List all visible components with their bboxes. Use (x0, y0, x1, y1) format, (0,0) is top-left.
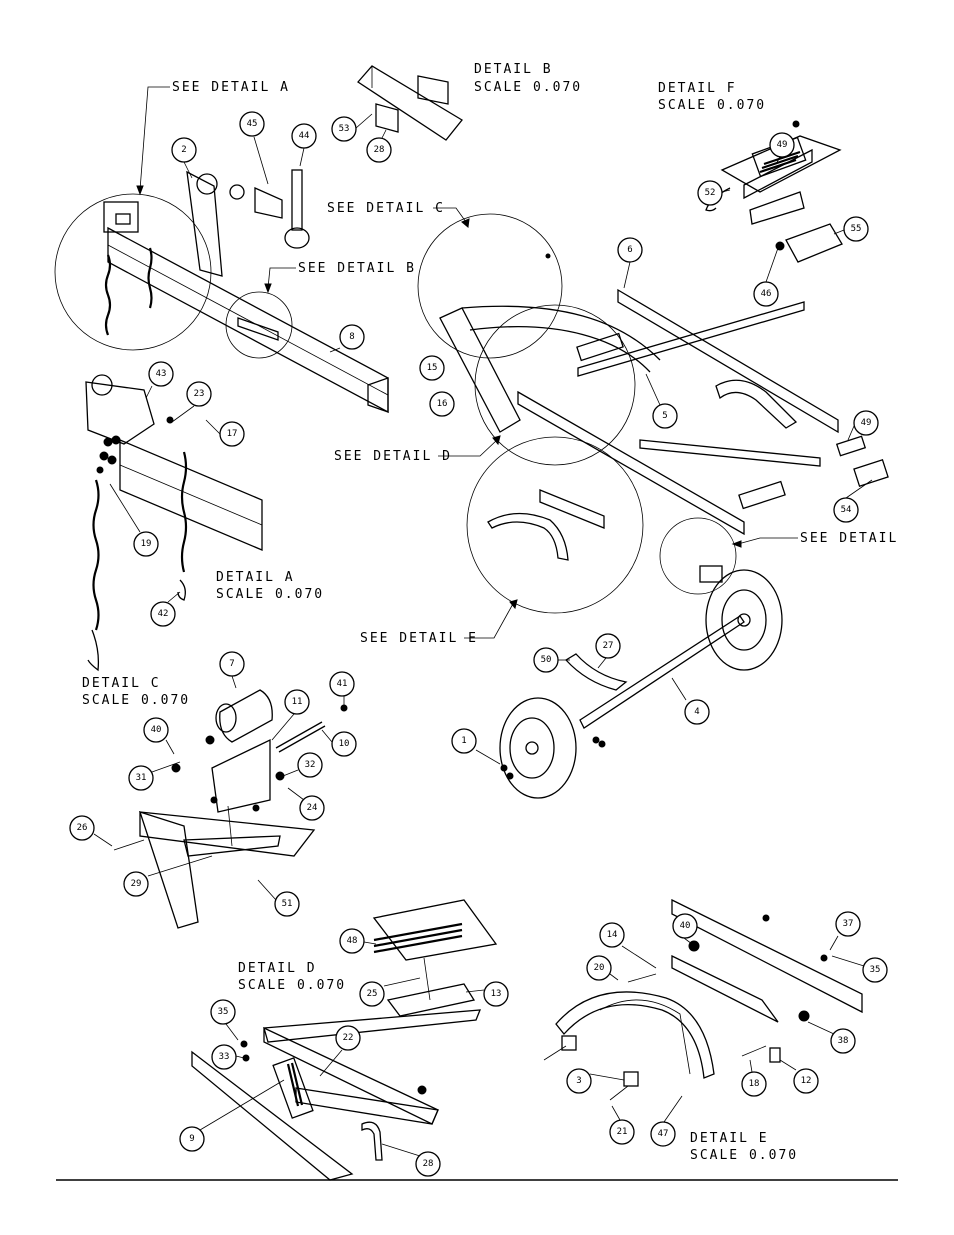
callout-26: 26 (77, 823, 88, 833)
callout-32: 32 (305, 760, 316, 770)
detail-f-view (705, 135, 843, 263)
callout-45: 45 (247, 119, 258, 129)
callout-49-frame: 49 (861, 418, 872, 428)
callout-4: 4 (694, 707, 699, 717)
callout-52: 52 (705, 188, 716, 198)
detail-a-title: DETAIL A (216, 570, 295, 585)
tongue-main-view (103, 169, 389, 414)
callout-6: 6 (627, 245, 632, 255)
callout-14: 14 (607, 930, 618, 940)
callout-13: 13 (491, 989, 502, 999)
callout-51: 51 (282, 899, 293, 909)
callout-54: 54 (841, 505, 852, 515)
callout-5: 5 (662, 411, 667, 421)
callout-15: 15 (427, 363, 438, 373)
callout-43: 43 (156, 369, 167, 379)
callout-35: 35 (218, 1007, 229, 1017)
callout-53: 53 (339, 124, 350, 134)
callout-55: 55 (851, 224, 862, 234)
see-detail-c-label: SEE DETAIL C (327, 201, 445, 216)
callout-23: 23 (194, 389, 205, 399)
hardware-dots (96, 120, 828, 1095)
see-detail-a-label: SEE DETAIL A (172, 80, 290, 95)
detail-b-scale: SCALE 0.070 (474, 80, 582, 95)
callout-25: 25 (367, 989, 378, 999)
detail-c-title: DETAIL C (82, 676, 161, 691)
detail-e-view (543, 898, 863, 1101)
detail-c-scale: SCALE 0.070 (82, 693, 190, 708)
callout-40: 40 (680, 921, 691, 931)
detail-d-title: DETAIL D (238, 961, 317, 976)
detail-f-scale: SCALE 0.070 (658, 98, 766, 113)
callout-2: 2 (181, 145, 186, 155)
see-detail-d-label: SEE DETAIL D (334, 449, 452, 464)
callout-17: 17 (227, 429, 238, 439)
callout-27: 27 (603, 641, 614, 651)
detail-e-scale: SCALE 0.070 (690, 1148, 798, 1163)
callout-47: 47 (658, 1129, 669, 1139)
see-detail-leaders (136, 86, 798, 639)
detail-e-title: DETAIL E (690, 1131, 769, 1146)
detail-c-view (113, 689, 326, 929)
callout-3: 3 (576, 1076, 581, 1086)
callout-41: 41 (337, 679, 348, 689)
callout-44: 44 (299, 131, 310, 141)
detail-b-view (357, 65, 463, 141)
callout-33: 33 (219, 1052, 230, 1062)
detail-b-title: DETAIL B (474, 62, 553, 77)
callout-50: 50 (541, 655, 552, 665)
callout-20: 20 (594, 963, 605, 973)
callout-46: 46 (761, 289, 772, 299)
detail-f-title: DETAIL F (658, 81, 737, 96)
callout-9: 9 (189, 1134, 194, 1144)
axle-wheels-view (499, 569, 783, 799)
callout-21: 21 (617, 1127, 628, 1137)
callout-24: 24 (307, 803, 318, 813)
callout-18: 18 (749, 1079, 760, 1089)
callout-8: 8 (349, 332, 354, 342)
callout-10: 10 (339, 739, 350, 749)
callout-12: 12 (801, 1076, 812, 1086)
trailer-frame-view (439, 288, 889, 583)
callout-2-bubble (171, 137, 197, 163)
detail-a-scale: SCALE 0.070 (216, 587, 324, 602)
callout-7: 7 (229, 659, 234, 669)
see-detail-f-label: SEE DETAIL (800, 531, 898, 546)
callout-30: 29 (131, 879, 142, 889)
see-detail-b-label: SEE DETAIL B (298, 261, 416, 276)
detail-d-scale: SCALE 0.070 (238, 978, 346, 993)
callout-28: 28 (423, 1159, 434, 1169)
callout-37: 37 (843, 919, 854, 929)
frame-fender-explode (487, 489, 605, 561)
callouts: 2 45 44 53 28 49 52 55 46 6 8 15 (69, 111, 888, 1177)
callout-1: 1 (461, 736, 466, 746)
callout-22: 22 (343, 1033, 354, 1043)
callout-34: 35 (870, 965, 881, 975)
see-detail-e-label: SEE DETAIL E (360, 631, 478, 646)
callout-48: 48 (347, 936, 358, 946)
detail-circles (54, 193, 737, 614)
callout-38: 38 (838, 1036, 849, 1046)
callout-39: 40 (151, 725, 162, 735)
callout-19: 19 (141, 539, 152, 549)
callout-16: 16 (437, 399, 448, 409)
callout-29: 28 (374, 145, 385, 155)
callout-49-detail-f: 49 (777, 140, 788, 150)
callout-42: 42 (158, 609, 169, 619)
callout-31: 31 (136, 773, 147, 783)
detail-a-view (85, 374, 263, 672)
callout-11: 11 (292, 697, 303, 707)
